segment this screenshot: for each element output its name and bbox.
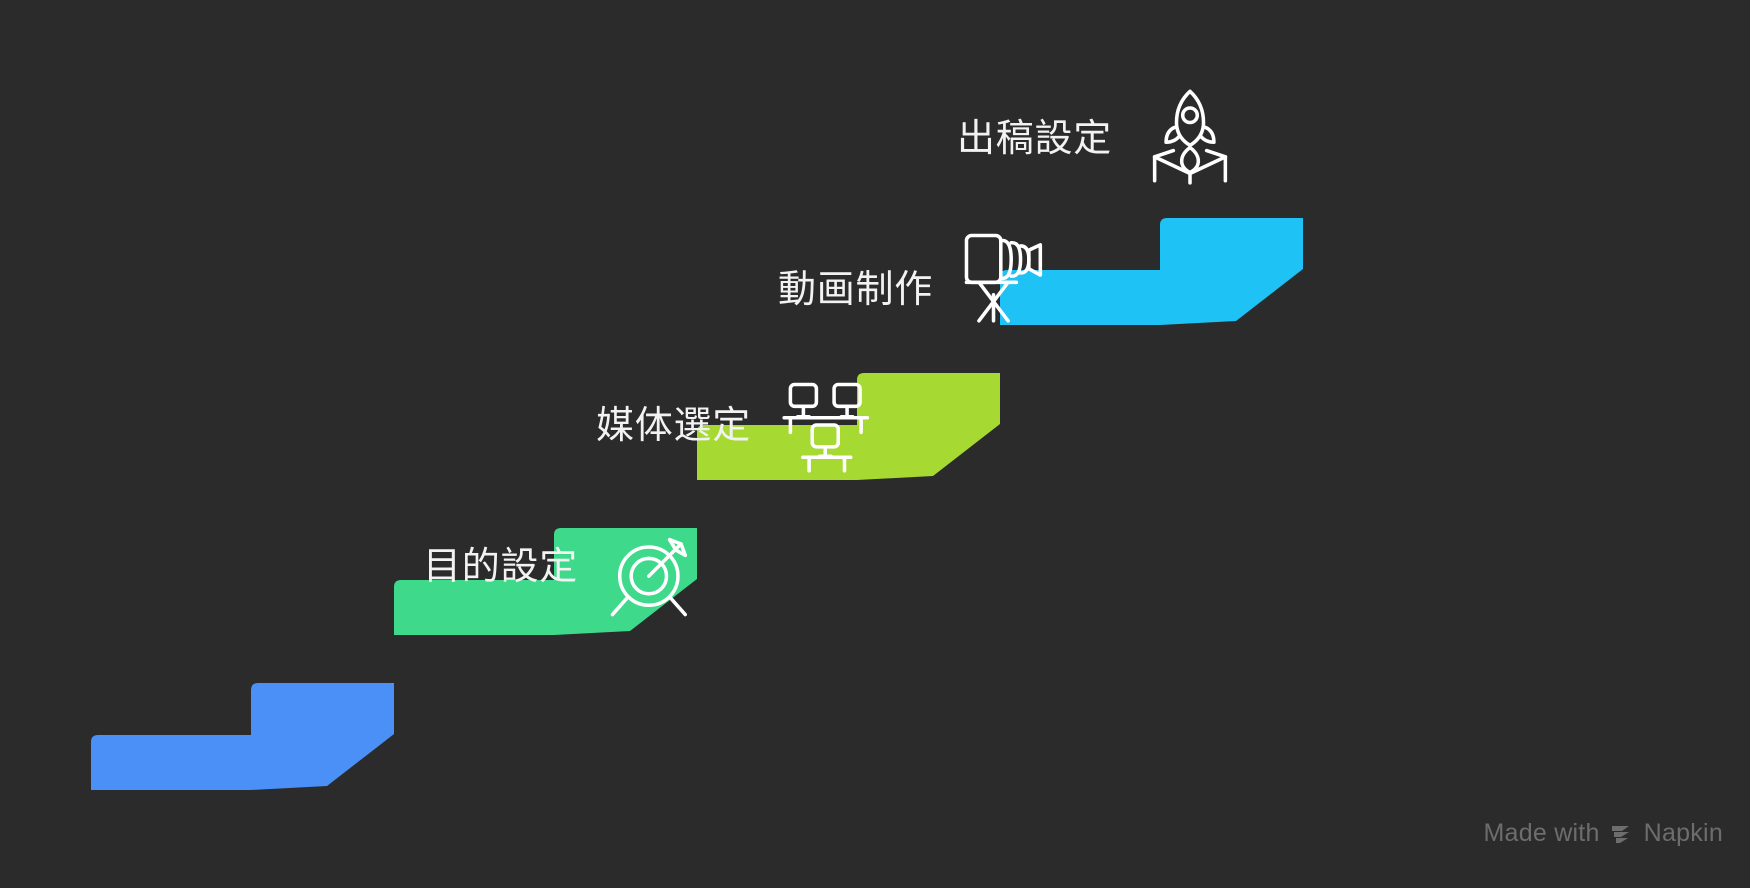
camera-body xyxy=(964,233,1003,285)
staircase-step-1-blue xyxy=(91,683,394,790)
target-leg-right xyxy=(667,595,688,617)
step-label-1: 目的設定 xyxy=(423,546,579,588)
arrow-head-a xyxy=(667,537,688,558)
step-label-4: 出稿設定 xyxy=(957,118,1113,160)
rocket-fin-right xyxy=(1198,124,1216,145)
rocket-launch-icon xyxy=(1138,83,1242,187)
staircase-step-4-cyan xyxy=(1000,218,1303,325)
monitor-top-right xyxy=(832,382,862,409)
napkin-chevron-logo-icon xyxy=(1609,820,1635,846)
target-outer-ring xyxy=(617,545,680,608)
target-leg-left xyxy=(610,595,630,617)
step-label-2: 媒体選定 xyxy=(596,405,752,447)
target-arrow-icon xyxy=(601,521,705,625)
camera-lens-ring-2 xyxy=(1009,241,1023,278)
arrow-head-b xyxy=(667,537,688,558)
rocket-flame xyxy=(1179,145,1201,175)
monitor-top-left xyxy=(788,382,819,409)
target-inner-ring xyxy=(629,556,669,596)
watermark-brand: Napkin xyxy=(1643,818,1723,847)
video-camera-tripod-icon xyxy=(954,222,1058,326)
monitors-presentation-icon xyxy=(780,372,884,476)
camera-lens-hood xyxy=(1027,243,1043,277)
pad-arm-right xyxy=(1204,148,1228,159)
monitor-bottom xyxy=(810,423,841,449)
staircase-step-3-lime-green xyxy=(697,373,1000,480)
rocket-fin-left xyxy=(1164,124,1182,145)
watermark-prefix: Made with xyxy=(1483,818,1600,847)
napkin-watermark: Made with Napkin xyxy=(1483,820,1723,846)
step-label-3: 動画制作 xyxy=(778,269,934,311)
pad-arm-left xyxy=(1152,148,1176,159)
rocket-body xyxy=(1174,89,1206,148)
rocket-window xyxy=(1180,106,1200,125)
staircase-step-2-mint-green xyxy=(394,528,697,635)
camera-lens-ring-1 xyxy=(999,238,1013,281)
